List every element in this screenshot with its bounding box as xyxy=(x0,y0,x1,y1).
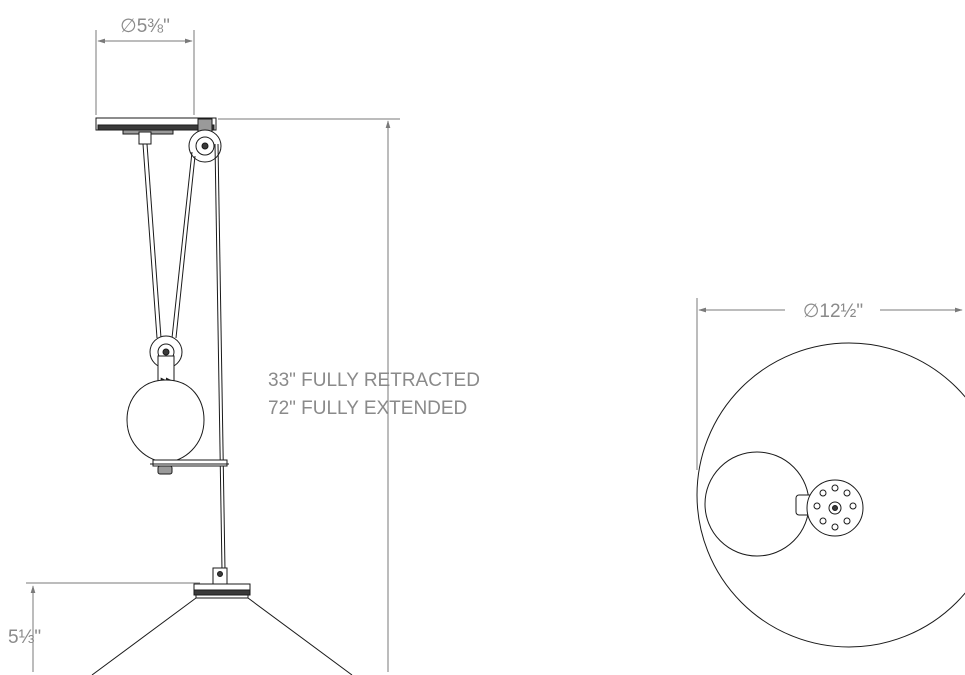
height-dimension: 33" FULLY RETRACTED 72" FULLY EXTENDED xyxy=(218,118,480,672)
shade-height-dimension: 5⅓" xyxy=(8,582,200,672)
canopy-plate-top xyxy=(806,479,864,537)
upper-pulley xyxy=(188,118,222,163)
canopy-diameter-label: ∅5⅜" xyxy=(120,16,170,37)
support-cables xyxy=(142,143,226,571)
lower-pulley: ▶▶ xyxy=(149,335,183,385)
shade-connector xyxy=(193,567,251,599)
shade-diameter-dimension: ∅12½" xyxy=(696,298,963,470)
shade-diameter-label: ∅12½" xyxy=(803,301,863,322)
shade-cone xyxy=(91,597,353,675)
canopy xyxy=(95,117,217,145)
height-retracted-label: 33" FULLY RETRACTED xyxy=(268,370,480,391)
counterweight xyxy=(126,379,229,475)
plan-view: ∅12½" xyxy=(696,298,965,648)
shade-height-label: 5⅓" xyxy=(8,627,41,648)
canopy-diameter-dimension: ∅5⅜" xyxy=(95,16,195,115)
counterweight-top xyxy=(704,451,810,557)
height-extended-label: 72" FULLY EXTENDED xyxy=(268,398,467,419)
side-elevation-view: ∅5⅜" xyxy=(8,16,480,675)
